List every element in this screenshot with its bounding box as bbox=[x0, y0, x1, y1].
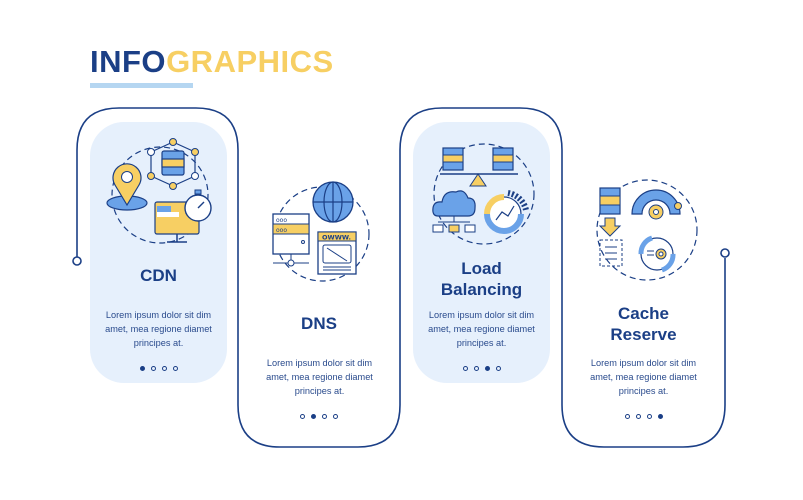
pager-dot-active bbox=[311, 414, 316, 419]
step-description-cache-reserve: Lorem ipsum dolor sit dim amet, mea regi… bbox=[574, 356, 713, 399]
description-line: amet, mea regione diamet bbox=[266, 372, 373, 383]
dns-icon: ooo ooo OWWW. bbox=[272, 181, 370, 282]
svg-text:ooo: ooo bbox=[276, 217, 287, 224]
pager-dot bbox=[172, 366, 178, 371]
title-part-graphics: GRAPHICS bbox=[166, 44, 334, 79]
pager-dot bbox=[333, 414, 338, 419]
pager-dot-active bbox=[484, 366, 490, 371]
description-line: amet, mea regione diamet bbox=[105, 324, 212, 335]
card-background-cdn bbox=[90, 122, 227, 383]
step-heading-cache-reserve: Cache Reserve bbox=[562, 303, 725, 345]
svg-text:ooo: ooo bbox=[276, 227, 287, 234]
end-node-icon bbox=[720, 248, 730, 258]
step-heading-load-balancing: Load Balancing bbox=[413, 258, 550, 300]
pager-dot bbox=[462, 366, 468, 371]
pager-dot bbox=[473, 366, 479, 371]
description-line: amet, mea regione diamet bbox=[590, 372, 697, 383]
svg-text:OWWW.: OWWW. bbox=[322, 234, 351, 242]
pager-dot bbox=[161, 366, 167, 371]
title-part-info: INFO bbox=[90, 44, 167, 79]
pager-dot bbox=[150, 366, 156, 371]
pager-dot bbox=[624, 414, 630, 419]
pager-dot bbox=[300, 414, 305, 419]
description-line: Lorem ipsum dolor sit dim bbox=[266, 358, 373, 368]
step-description-cdn: Lorem ipsum dolor sit dim amet, mea regi… bbox=[90, 308, 227, 351]
cdn-icon bbox=[106, 138, 212, 244]
step-pager-cache-reserve bbox=[562, 414, 725, 419]
pager-dot-active bbox=[657, 414, 663, 419]
cache-reserve-icon bbox=[596, 179, 698, 281]
description-line: Lorem ipsum dolor sit dim bbox=[105, 310, 212, 320]
step-heading-dns: DNS bbox=[301, 314, 337, 333]
step-pager-load-balancing bbox=[413, 366, 550, 371]
description-line: principes at. bbox=[456, 338, 507, 349]
heading-line: Load bbox=[461, 259, 502, 278]
card-background-load-balancing bbox=[413, 122, 550, 383]
pager-dot bbox=[635, 414, 641, 419]
description-line: Lorem ipsum dolor sit dim bbox=[428, 310, 535, 320]
step-description-load-balancing: Lorem ipsum dolor sit dim amet, mea regi… bbox=[413, 308, 550, 351]
description-line: principes at. bbox=[133, 338, 184, 349]
pager-dot-active bbox=[139, 366, 145, 371]
step-pager-dns bbox=[238, 414, 400, 419]
description-line: amet, mea regione diamet bbox=[428, 324, 535, 335]
pager-dot bbox=[495, 366, 501, 371]
heading-line: Cache bbox=[617, 304, 670, 323]
load-balancing-icon bbox=[432, 143, 535, 245]
description-line: principes at. bbox=[294, 386, 345, 397]
pager-dot bbox=[646, 414, 652, 419]
step-pager-cdn bbox=[90, 366, 227, 371]
start-node-icon bbox=[72, 256, 82, 266]
heading-line: Balancing bbox=[440, 280, 523, 299]
pager-dot bbox=[322, 414, 327, 419]
description-line: Lorem ipsum dolor sit dim bbox=[590, 358, 697, 368]
step-heading-cdn: CDN bbox=[140, 266, 177, 285]
step-description-dns: Lorem ipsum dolor sit dim amet, mea regi… bbox=[250, 356, 389, 399]
title-underline bbox=[90, 83, 193, 88]
description-line: principes at. bbox=[618, 386, 669, 397]
heading-line: Reserve bbox=[610, 325, 677, 344]
infographic-title: INFOGRAPHICS bbox=[90, 42, 334, 82]
